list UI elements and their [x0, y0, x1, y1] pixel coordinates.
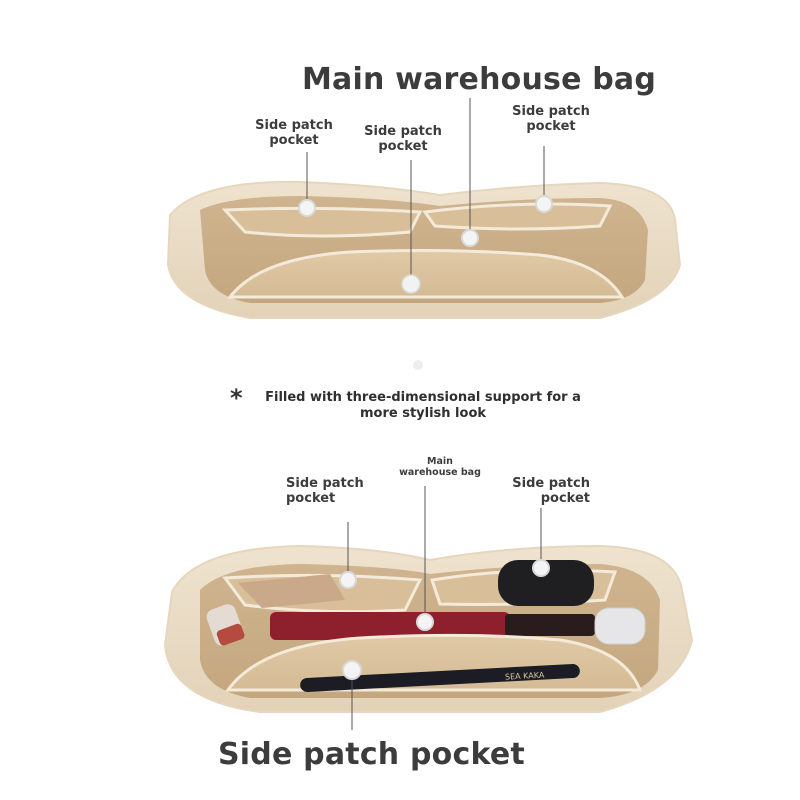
bottom-right-label: Side patch pocket — [512, 476, 590, 506]
clear-bottle-item — [594, 607, 646, 645]
note-star: * — [230, 384, 243, 412]
bottom-front-marker-dot — [342, 660, 362, 680]
pen-item — [300, 664, 580, 692]
pen-brand-text: SEA KAKA — [505, 671, 545, 682]
top-title: Main warehouse bag — [302, 62, 657, 97]
phone-item — [238, 574, 345, 608]
separator-dot — [413, 360, 423, 370]
lipstick-item — [206, 604, 245, 646]
top-right-label: Side patch pocket — [512, 104, 590, 134]
bottom-organizer-image: SEA KAKA — [163, 486, 694, 730]
top-center-label: Side patch pocket — [364, 124, 442, 154]
top-left-label: Side patch pocket — [255, 118, 333, 148]
top-right-marker-dot — [535, 195, 553, 213]
bottom-main-marker-dot — [416, 613, 434, 631]
earbud-case-item — [498, 560, 594, 606]
top-left-marker-dot — [298, 199, 316, 217]
bottom-main-label: Main warehouse bag — [399, 456, 481, 478]
top-right-pocket — [422, 202, 613, 231]
note-text: Filled with three-dimensional support fo… — [265, 390, 581, 421]
top-center-marker-dot — [401, 274, 421, 294]
top-left-pocket — [221, 206, 423, 238]
top-main-marker-dot — [461, 229, 479, 247]
bottom-left-label: Side patch pocket — [286, 476, 364, 506]
red-tube-item — [270, 612, 510, 640]
bottom-right-marker-dot — [532, 559, 550, 577]
bottom-left-marker-dot — [339, 571, 357, 589]
top-front-pocket — [226, 249, 625, 299]
bottom-title: Side patch pocket — [218, 737, 525, 772]
top-organizer-image — [166, 98, 682, 319]
dark-tube-item — [505, 614, 595, 636]
